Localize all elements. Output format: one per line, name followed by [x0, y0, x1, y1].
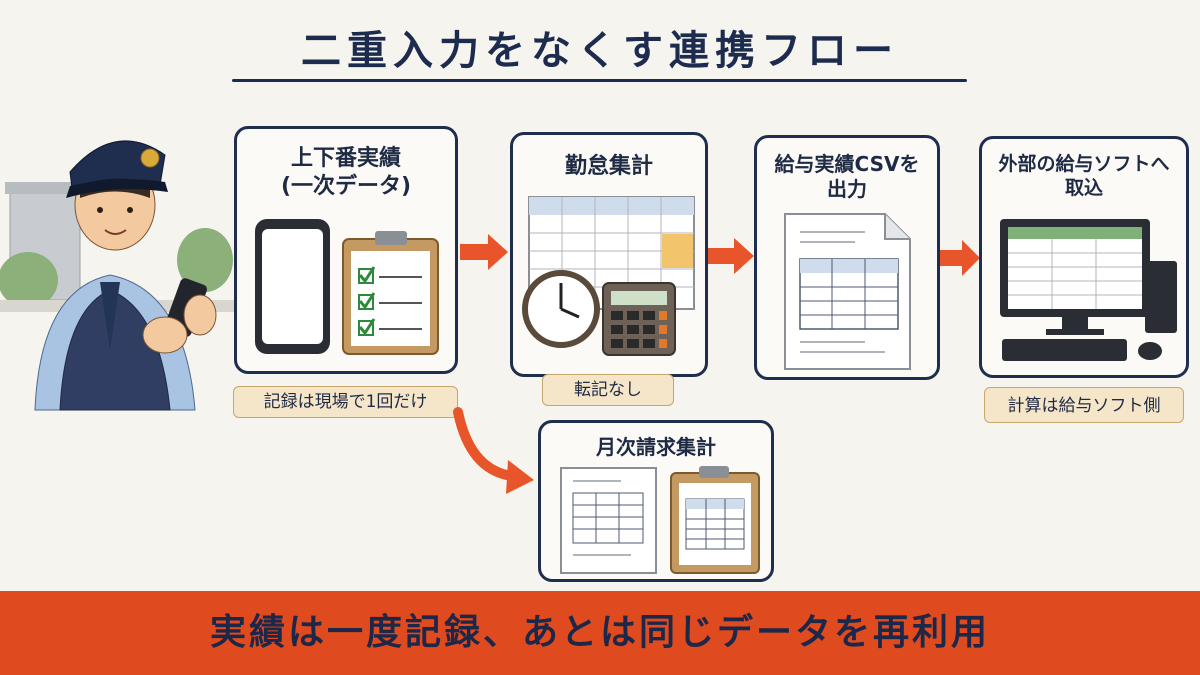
step-card-payroll-import: 外部の給与ソフトへ 取込 [979, 136, 1189, 378]
step-note-payroll-side: 計算は給与ソフト側 [984, 387, 1184, 423]
smartphone-icon [255, 219, 330, 354]
billing-clipboard-icon [670, 466, 760, 574]
arrow-right-icon [940, 240, 980, 276]
step-note-record-once: 記録は現場で1回だけ [233, 386, 458, 418]
step-title: 外部の給与ソフトへ [998, 153, 1170, 175]
step-title: 上下番実績 [290, 146, 401, 171]
page-title: 二重入力をなくす連携フロー [301, 28, 899, 74]
step-title: 勤怠集計 [564, 154, 653, 179]
title-underline [232, 79, 967, 82]
step-subtitle: 取込 [1064, 176, 1103, 199]
desktop-computer-icon [1000, 219, 1177, 361]
clock-icon [522, 270, 600, 348]
clipboard-checklist-icon [342, 231, 439, 355]
step-subtitle: (一次データ) [280, 173, 412, 199]
step-title: 給与実績CSVを [774, 152, 920, 176]
guard-illustration [0, 140, 235, 411]
csv-document-icon [784, 213, 911, 370]
arrow-right-icon [708, 238, 754, 274]
step-card-attendance: 勤怠集計 [510, 132, 708, 377]
branch-title: 月次請求集計 [596, 435, 716, 459]
arrow-right-icon [460, 234, 508, 270]
calculator-icon [602, 282, 676, 356]
branch-card-monthly-billing: 月次請求集計 [538, 420, 774, 582]
billing-document-icon [560, 467, 657, 574]
step-card-csv-export: 給与実績CSVを 出力 [754, 135, 940, 380]
branch-arrow-icon [453, 407, 534, 494]
step-card-records: 上下番実績 (一次データ) [234, 126, 458, 374]
footer-banner: 実績は一度記録、あとは同じデータを再利用 [0, 591, 1200, 675]
step-note-no-transcription: 転記なし [542, 374, 674, 406]
step-subtitle: 出力 [827, 177, 867, 201]
